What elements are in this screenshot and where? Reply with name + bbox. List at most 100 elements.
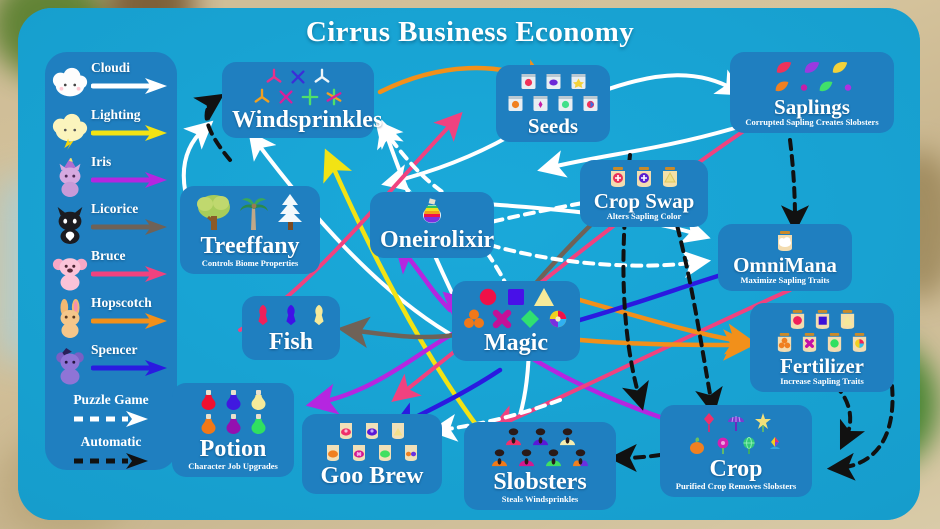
slobster-icons-row2 [474, 449, 606, 468]
node-fertilizer[interactable]: Fertilizer Increase Sapling Traits [750, 303, 894, 392]
pinwheel-magenta-x-icon [279, 90, 293, 104]
goo-jar-orange-icon [327, 445, 339, 461]
legend-label: Hopscotch [91, 295, 152, 310]
node-fish[interactable]: Fish [242, 296, 340, 361]
slobster-orange-icon [491, 449, 508, 467]
node-subtitle: Alters Sapling Color [606, 211, 682, 222]
node-slobsters[interactable]: Slobsters Steals Windsprinkles [464, 422, 616, 510]
node-title: Slobsters [493, 469, 587, 495]
cloud-yellow-mascot [52, 113, 88, 150]
tree-pine-snow-icon [278, 194, 302, 230]
goo-jar-icons-row2 [312, 442, 432, 462]
node-potion[interactable]: Potion Character Job Upgrades [172, 383, 294, 477]
node-windsprinkles[interactable]: Windsprinkles [222, 62, 382, 139]
jar-blue-square-icon [815, 310, 829, 329]
pinwheel-icons-row2 [232, 88, 364, 106]
shape-yellow-triangle-icon [534, 288, 554, 306]
node-goo-brew[interactable]: Goo Brew [302, 414, 442, 495]
slobster-yellow-icon [559, 428, 575, 446]
slobster-rainbow-icon [572, 449, 589, 467]
goo-jar-green-icon [379, 445, 391, 461]
node-oneirolixir[interactable]: Oneirolixir [370, 192, 495, 259]
tree-oak-icon [197, 195, 230, 230]
seed-packet-icons-row2 [506, 93, 600, 113]
bunny-orange-mascot [60, 299, 80, 338]
slobster-icons [474, 428, 606, 447]
legend-arrow-pink [91, 266, 167, 282]
sprout-icons-row2 [740, 78, 884, 94]
crop-orange-gourd-icon [690, 437, 704, 454]
node-subtitle: Steals Windsprinkles [501, 494, 579, 505]
legend-label: Puzzle Game [73, 392, 149, 407]
legend-arrow-black-dashed [74, 453, 148, 469]
node-subtitle: Purified Crop Removes Slobsters [675, 481, 797, 492]
node-title: Fish [268, 329, 313, 355]
legend-arrow-gray [91, 219, 167, 235]
legend-panel: Cloudi Lighting [45, 52, 177, 470]
node-seeds[interactable]: Seeds [496, 65, 610, 143]
node-title: Crop [709, 456, 763, 482]
node-title: Oneirolixir [380, 227, 495, 253]
jar-yellow-triangle-icon [840, 310, 854, 329]
sprout-yellow-icon [832, 61, 848, 73]
seed-packet-purple-icon [546, 74, 560, 89]
jar-pink-circle-icon [790, 310, 804, 329]
shape-rainbow-swirl-icon [549, 310, 567, 328]
potion-blue-icon [226, 390, 240, 410]
sprout-pink-icon [776, 61, 792, 73]
jar-red-plus-icon [611, 167, 625, 187]
slobster-pink-icon [505, 428, 521, 446]
pinwheel-blue-x-icon [291, 70, 305, 84]
legend-item-automatic: Automatic [45, 434, 177, 474]
node-subtitle: Character Job Upgrades [188, 461, 278, 472]
sprout-purple-icon [804, 61, 820, 73]
pinwheel-white-icon [314, 68, 330, 83]
legend-item-bruce: Bruce [45, 248, 177, 296]
node-treeffany[interactable]: Treeffany Controls Biome Properties [180, 186, 320, 274]
legend-item-puzzle-game: Puzzle Game [45, 392, 177, 432]
legend-arrow-white [91, 78, 167, 94]
legend-item-licorice: Licorice [45, 201, 177, 249]
jar-green-diamond-icon [827, 333, 842, 352]
legend-item-lighting: Lighting [45, 107, 177, 155]
legend-item-hopscotch: Hopscotch [45, 295, 177, 343]
potion-bottle-icons-row2 [182, 413, 284, 435]
crop-green-globe-icon [743, 436, 755, 454]
fish-red-icon [258, 304, 268, 326]
shape-blue-square-icon [508, 289, 524, 305]
jar-magenta-x-icon [802, 333, 817, 352]
fish-yellow-icon [314, 304, 324, 326]
crop-plant-icons-row2 [670, 435, 802, 455]
node-crop-swap[interactable]: Crop Swap Alters Sapling Color [580, 160, 708, 227]
jar-purple-plus-icon [637, 167, 651, 187]
node-omnimana[interactable]: OmniMana Maximize Sapling Traits [718, 224, 852, 291]
slobster-green-icon [545, 449, 562, 467]
crop-pink-kite-icon [704, 413, 714, 432]
pinwheel-orange-icon [254, 88, 270, 103]
node-subtitle: Corrupted Sapling Creates Slobsters [745, 117, 879, 128]
cat-purple-mascot [59, 158, 81, 197]
jar-icons-row2 [760, 332, 884, 353]
node-subtitle: Maximize Sapling Traits [740, 275, 830, 286]
potion-yellow-icon [251, 390, 265, 410]
potion-orange-icon [201, 414, 215, 434]
node-magic[interactable]: Magic [452, 281, 580, 362]
jar-icons [728, 230, 842, 252]
tree-palm-icon [240, 198, 268, 230]
node-subtitle: Controls Biome Properties [201, 258, 299, 269]
legend-arrow-orange [91, 313, 167, 329]
node-saplings[interactable]: Saplings Corrupted Sapling Creates Slobs… [730, 52, 894, 133]
legend-arrow-yellow [91, 125, 167, 141]
sprout-green-icon [819, 81, 833, 92]
pinwheel-icons [232, 68, 364, 86]
potion-purple-icon [226, 414, 240, 434]
legend-item-iris: Iris [45, 154, 177, 202]
potion-bottle-icons [182, 389, 284, 411]
shape-magenta-x-icon [492, 309, 512, 329]
seed-packet-magenta-icon [533, 96, 548, 111]
seed-packet-rainbow-icon [583, 96, 598, 111]
cloud-white-mascot [52, 67, 88, 97]
node-crop[interactable]: Crop Purified Crop Removes Slobsters [660, 405, 812, 497]
legend-label: Licorice [91, 201, 139, 216]
